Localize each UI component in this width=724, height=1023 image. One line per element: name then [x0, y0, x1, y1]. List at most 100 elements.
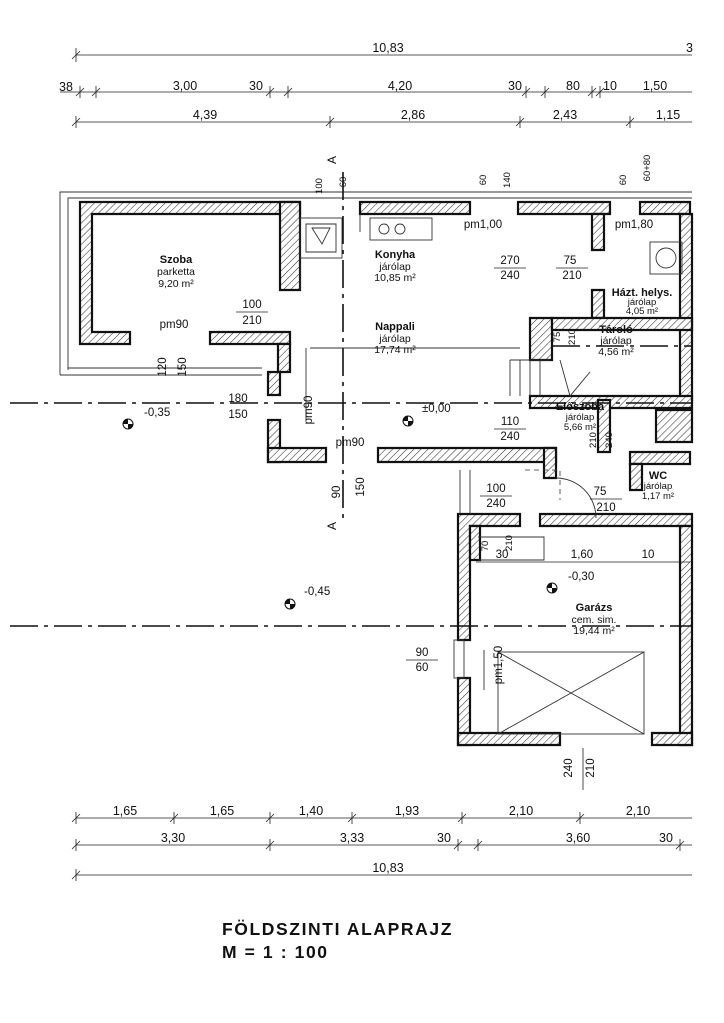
garage-dim-2: 10 — [642, 549, 655, 561]
pm-szoba: pm90 — [160, 319, 189, 331]
level-marks: ±0,00 -0,35 -0,45 -0,30 — [122, 403, 594, 610]
entrance-h: 240 — [486, 498, 505, 510]
room-szoba-name: Szoba — [160, 254, 193, 266]
dim-bot-total: 10,83 — [372, 861, 403, 875]
garage-inner-w: 70 — [480, 541, 491, 552]
garage-inner-h: 210 — [504, 535, 515, 551]
nappali-bottom-h: 150 — [355, 477, 367, 496]
drawing-scale: M = 1 : 100 — [222, 942, 329, 962]
level-marker-icon — [402, 415, 414, 427]
room-szoba-floor: parketta — [157, 266, 195, 278]
dim-bot-r1-1: 1,65 — [113, 804, 137, 818]
level-nappali: ±0,00 — [422, 403, 451, 415]
room-haztartasi-floor: járólap — [627, 297, 657, 308]
laundry-door-h: 210 — [562, 270, 581, 282]
room-wc-name: WC — [649, 470, 667, 482]
storage-door-w: 75 — [552, 332, 563, 343]
dim-top-r2-3: 30 — [249, 79, 263, 93]
dim-bot-r2-4: 3,60 — [566, 831, 590, 845]
dim-top-r2-1: 38 — [59, 80, 73, 94]
dim-bot-r1-3: 1,40 — [299, 804, 323, 818]
laundry-door-w: 75 — [564, 255, 577, 267]
room-konyha-area: 10,85 m² — [374, 272, 416, 284]
room-wc-area: 1,17 m² — [642, 491, 674, 502]
pm-garage: pm1,50 — [493, 646, 505, 684]
dim-top-r3-3: 2,43 — [553, 108, 577, 122]
dim-top-r3-4: 1,15 — [656, 108, 680, 122]
dim-top-r3-2: 2,86 — [401, 108, 425, 122]
room-eloszoba-floor: járólap — [565, 412, 595, 423]
room-tarolo-area: 4,56 m² — [598, 346, 634, 358]
drawing-title: FÖLDSZINTI ALAPRAJZ — [222, 919, 453, 939]
hall-door-w: 110 — [501, 416, 519, 428]
top-open-2: 60 — [338, 177, 349, 188]
bottom-dimension-chain: 1,65 1,65 1,40 1,93 2,10 2,10 3,30 3,33 … — [71, 804, 692, 881]
wc-door-h: 210 — [596, 502, 615, 514]
terrace-outline — [59, 191, 692, 376]
dim-bot-r1-6: 2,10 — [626, 804, 650, 818]
szoba-window-w: 120 — [157, 357, 169, 376]
room-nappali-area: 17,74 m² — [374, 344, 416, 356]
kitchen-door-w: 270 — [500, 255, 519, 267]
dim-top-r2-2: 3,00 — [173, 79, 197, 93]
dim-top-total: 10,83 — [372, 41, 403, 55]
pm-kitchen: pm1,00 — [464, 219, 502, 231]
section-mark-a-bottom: A — [325, 522, 339, 530]
dim-top-r2-8: 1,50 — [643, 79, 667, 93]
dim-bot-r2-1: 3,30 — [161, 831, 185, 845]
hall-side-h: 240 — [604, 432, 615, 448]
partitions — [299, 214, 683, 735]
pm-laundry: pm1,80 — [615, 219, 653, 231]
top-open-6: 60+80 — [642, 155, 653, 182]
dim-top-total-edge: 3 — [686, 41, 693, 55]
room-nappali-floor: járólap — [378, 333, 411, 345]
room-nappali-name: Nappali — [375, 321, 415, 333]
garage-side-w: 90 — [416, 647, 429, 659]
storage-door-h: 210 — [567, 329, 578, 345]
section-mark-a-top: A — [325, 156, 339, 164]
room-wc-floor: járólap — [643, 481, 673, 492]
szoba-door-w: 100 — [242, 299, 261, 311]
hall-door-h: 240 — [500, 431, 519, 443]
room-garazs-floor: cem. sim. — [572, 614, 617, 626]
room-tarolo-floor: járólap — [599, 335, 632, 347]
garage-side-h: 60 — [416, 662, 429, 674]
entrance-w: 100 — [486, 483, 505, 495]
dim-bot-r1-4: 1,93 — [395, 804, 419, 818]
room-haztartasi-area: 4,05 m² — [626, 306, 658, 317]
room-haztartasi-name: Házt. helys. — [612, 287, 673, 299]
grid-axes: A A — [10, 156, 692, 627]
garage-dim-3: 30 — [496, 549, 509, 561]
szoba-window-h: 150 — [177, 357, 189, 376]
dim-bot-r2-3: 30 — [437, 831, 451, 845]
room-eloszoba-name: Előszoba — [556, 401, 605, 413]
kitchen-door-h: 240 — [500, 270, 519, 282]
room-eloszoba-area: 5,66 m² — [564, 422, 596, 433]
level-yard: -0,45 — [304, 586, 330, 598]
level-garage: -0,30 — [568, 571, 594, 583]
room-szoba-area: 9,20 m² — [158, 278, 194, 290]
level-marker-icon — [284, 598, 296, 610]
garage-dim-1: 1,60 — [571, 549, 593, 561]
nappali-window-h: 150 — [228, 409, 247, 421]
level-marker-icon — [546, 582, 558, 594]
top-open-4: 140 — [502, 172, 513, 188]
top-open-1: 100 — [314, 178, 325, 194]
top-open-3: 60 — [478, 175, 489, 186]
dim-top-r3-1: 4,39 — [193, 108, 217, 122]
dim-bot-r1-5: 2,10 — [509, 804, 533, 818]
room-garazs-area: 19,44 m² — [573, 625, 615, 637]
dim-top-r2-6: 80 — [566, 79, 580, 93]
top-open-5: 60 — [618, 175, 629, 186]
dim-bot-r1-2: 1,65 — [210, 804, 234, 818]
garage-gate-w: 240 — [563, 758, 575, 777]
nappali-bottom-w: 90 — [331, 486, 343, 499]
nappali-window-w: 180 — [228, 393, 247, 405]
top-dimension-chain: 10,83 3 38 3,00 30 4,20 30 80 10 1,50 4,… — [59, 41, 693, 128]
opening-labels: pm1,00 pm1,80 pm90 pm90 pm90 pm1,50 100 … — [157, 155, 690, 790]
pm-nappali-side: pm90 — [303, 396, 315, 425]
dim-top-r2-7: 10 — [603, 79, 617, 93]
hall-side-w: 210 — [588, 432, 599, 448]
garage-gate-h: 210 — [585, 758, 597, 777]
